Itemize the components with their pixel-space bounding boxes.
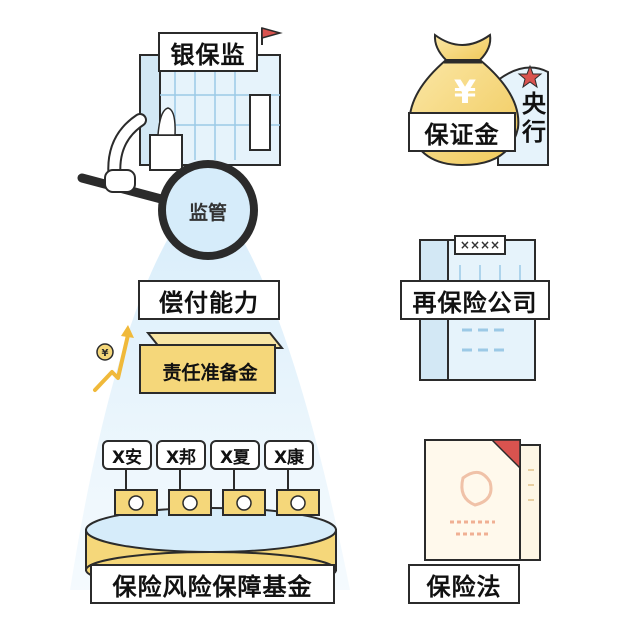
regulator-label: 银保监: [158, 32, 258, 72]
growth-arrow-icon: ¥: [93, 325, 134, 392]
svg-text:¥: ¥: [102, 348, 109, 359]
reserve-fund-label: 责任准备金: [162, 361, 258, 384]
company-tag-4: X康: [264, 440, 314, 470]
coin-card-1: [114, 468, 158, 516]
deposit-fund-label: 保证金: [408, 112, 516, 152]
coin-card-2: [168, 468, 212, 516]
reinsurance-label: 再保险公司: [400, 280, 550, 320]
central-bank-char: 央: [522, 90, 546, 118]
central-bank-char: 行: [522, 118, 546, 146]
coin-card-3: [222, 468, 266, 516]
fund-label: 保险风险保障基金: [90, 564, 335, 604]
reserve-box-illustration: [139, 332, 285, 394]
reinsurance-building-sign: ××××: [459, 238, 501, 252]
law-label: 保险法: [408, 564, 520, 604]
company-tag-3: X夏: [210, 440, 260, 470]
magnifier-illustration: [77, 113, 258, 260]
law-book-illustration: [424, 439, 541, 561]
company-tag-1: X安: [102, 440, 152, 470]
central-bank-label: 央行: [519, 90, 549, 146]
company-tag-2: X邦: [156, 440, 206, 470]
solvency-label: 偿付能力: [138, 280, 280, 320]
magnifier-label: 监管: [188, 201, 227, 224]
coin-card-4: [276, 468, 320, 516]
currency-symbol-icon: ¥: [453, 73, 477, 111]
